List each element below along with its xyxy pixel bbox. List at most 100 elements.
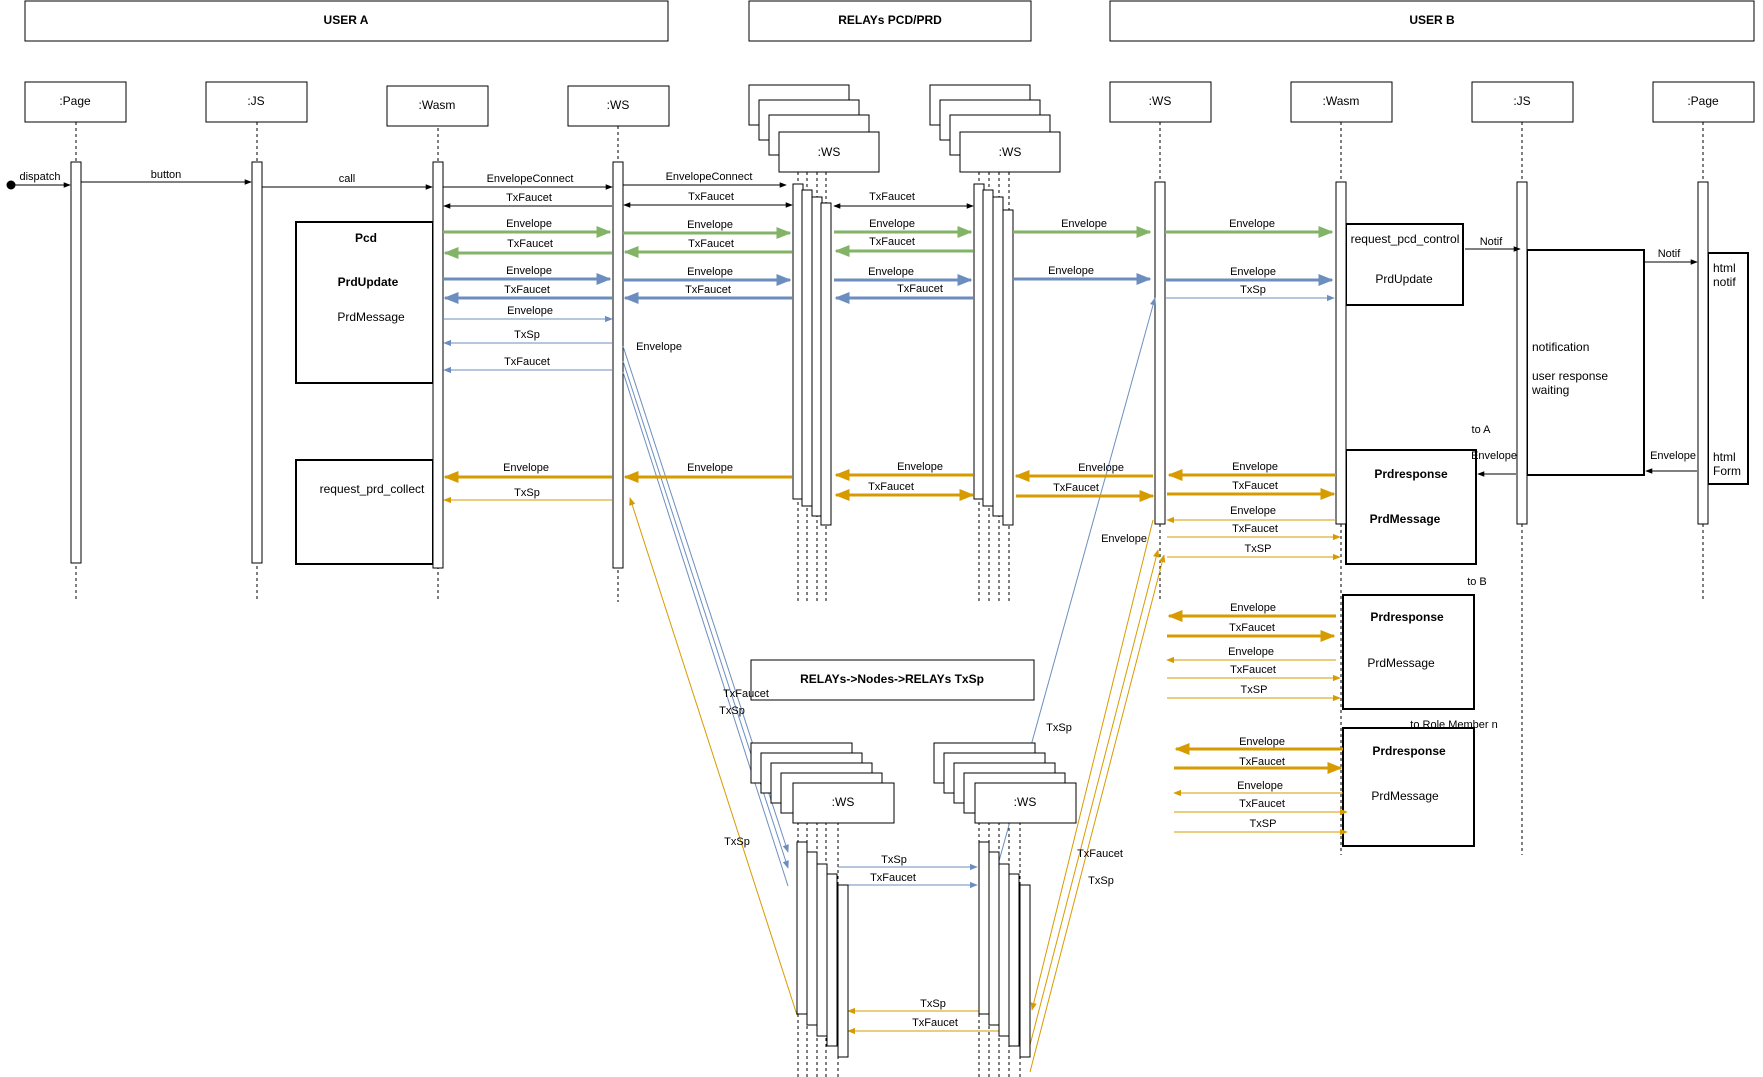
label-txfaucet-thin: TxFaucet	[504, 356, 550, 368]
label-txsp-diag1: TxSp	[719, 705, 745, 717]
label-txsp-o6: TxSP	[1245, 543, 1272, 555]
label-txfaucet-o4: TxFaucet	[1053, 482, 1099, 494]
message-labels: dispatch button call EnvelopeConnect TxF…	[20, 169, 1696, 1029]
label-envelope-b1: Envelope	[1230, 602, 1276, 614]
label-envelope-o6: Envelope	[1230, 505, 1276, 517]
label-envelope-n2: Envelope	[1237, 780, 1283, 792]
label-txfaucet-n2: TxFaucet	[1239, 798, 1285, 810]
messages-black	[6, 179, 1698, 477]
note-prdresponse-b-title: Prdresponse	[1370, 610, 1444, 624]
label-envelope-g3: Envelope	[869, 218, 915, 230]
label-txfaucet-relay1: TxFaucet	[688, 191, 734, 203]
label-to-role-member: to Role Member n	[1410, 719, 1497, 731]
messages-green	[443, 226, 1334, 259]
note-notification-label: notification	[1532, 340, 1589, 354]
activation-bars	[70, 161, 1709, 569]
label-envelope-to-a: Envelope	[1471, 450, 1517, 462]
lane-user-b-title: USER B	[1409, 13, 1455, 27]
note-notification: notification user response waiting	[1526, 249, 1645, 476]
participant-a-wasm-label: :Wasm	[419, 98, 456, 112]
node-stack-right: :WS	[933, 742, 1077, 824]
label-envelope-o1: Envelope	[503, 462, 549, 474]
label-envelope-g4: Envelope	[1061, 218, 1107, 230]
label-envelope-o4: Envelope	[1078, 462, 1124, 474]
label-txfaucet-a1: TxFaucet	[506, 192, 552, 204]
participant-a-ws: :WS	[567, 85, 670, 127]
label-txfaucet-diag: TxFaucet	[723, 688, 769, 700]
label-txsp-diag2: TxSp	[1046, 722, 1072, 734]
note-waiting-label: waiting	[1531, 383, 1569, 397]
label-envelope-u1: Envelope	[506, 265, 552, 277]
node-activation-bars	[796, 841, 1031, 1058]
participant-a-ws-label: :WS	[607, 98, 630, 112]
label-envelope-u5: Envelope	[1230, 266, 1276, 278]
label-notif-2: Notif	[1658, 248, 1682, 260]
label-txfaucet-g3: TxFaucet	[869, 236, 915, 248]
note-prdresponse-a: Prdresponse PrdMessage	[1345, 449, 1477, 565]
lane-user-b: USER B	[1109, 0, 1755, 42]
label-envelope-o2: Envelope	[687, 462, 733, 474]
note-html-bottom: html	[1713, 450, 1736, 464]
label-txsp-nodes: TxSp	[881, 854, 907, 866]
note-pcd-title: Pcd	[355, 231, 377, 245]
label-envelope-o5: Envelope	[1232, 461, 1278, 473]
label-txfaucet-u1: TxFaucet	[504, 284, 550, 296]
participant-a-page-label: :Page	[59, 94, 91, 108]
note-pcd-prd-update: PrdUpdate	[338, 275, 399, 289]
label-notif-1: Notif	[1480, 236, 1504, 248]
participant-a-js-label: :JS	[247, 94, 264, 108]
label-txfaucet-o5: TxFaucet	[1232, 480, 1278, 492]
note-pcd-prd-message: PrdMessage	[337, 310, 405, 324]
label-envelope-u4: Envelope	[1048, 265, 1094, 277]
note-prdresponse-n-message: PrdMessage	[1371, 789, 1439, 803]
note-request-pcd-control-label: request_pcd_control	[1351, 232, 1460, 246]
note-prdresponse-a-message: PrdMessage	[1370, 512, 1441, 526]
label-envelope-diag-b: Envelope	[1101, 533, 1147, 545]
note-request-prd-collect-label: request_prd_collect	[320, 482, 425, 496]
participant-b-page-label: :Page	[1687, 94, 1719, 108]
participant-b-wasm: :Wasm	[1290, 81, 1393, 123]
messages-blue	[443, 273, 1335, 909]
label-txfaucet-u2: TxFaucet	[685, 284, 731, 296]
label-txfaucet-g1: TxFaucet	[507, 238, 553, 250]
label-txsp-n2: TxSP	[1250, 818, 1277, 830]
label-txfaucet-diag2: TxFaucet	[1077, 848, 1123, 860]
label-call: call	[339, 173, 356, 185]
label-txsp-nodes-back: TxSp	[920, 998, 946, 1010]
relay-stack-right-label: :WS	[999, 145, 1022, 159]
label-txfaucet-o3: TxFaucet	[868, 481, 914, 493]
label-to-a: to A	[1472, 424, 1492, 436]
label-txfaucet-u3: TxFaucet	[897, 283, 943, 295]
lane-user-a: USER A	[24, 0, 669, 42]
label-dispatch: dispatch	[20, 171, 61, 183]
label-envelope-n1: Envelope	[1239, 736, 1285, 748]
participant-a-wasm: :Wasm	[386, 85, 489, 127]
label-txfaucet-b2: TxFaucet	[1230, 664, 1276, 676]
label-txfaucet-g2: TxFaucet	[688, 238, 734, 250]
note-user-response-label: user response	[1532, 369, 1608, 383]
note-prdresponse-b-message: PrdMessage	[1367, 656, 1435, 670]
lane-relays-nodes-title: RELAYs->Nodes->RELAYs TxSp	[800, 672, 984, 686]
note-notif: notif	[1713, 275, 1736, 289]
node-stack-left-label: :WS	[832, 795, 855, 809]
note-request-pcd-control: request_pcd_control PrdUpdate	[1345, 223, 1464, 306]
label-envelope-connect-a: EnvelopeConnect	[487, 173, 574, 185]
note-pcd: Pcd PrdUpdate PrdMessage	[295, 221, 434, 384]
note-html-form: html notif html Form	[1707, 252, 1749, 485]
lane-relays: RELAYs PCD/PRD	[748, 0, 1032, 42]
label-txsp-diag3: TxSp	[724, 836, 750, 848]
note-prdresponse-n: Prdresponse PrdMessage	[1342, 727, 1475, 847]
lane-user-a-title: USER A	[324, 13, 369, 27]
note-html-top: html	[1713, 261, 1736, 275]
node-stack-left: :WS	[750, 742, 895, 824]
participant-b-ws: :WS	[1109, 81, 1212, 123]
relay-stack-left: :WS	[748, 84, 880, 173]
participant-b-js: :JS	[1471, 81, 1574, 123]
relay-stack-left-label: :WS	[818, 145, 841, 159]
label-txfaucet-n1: TxFaucet	[1239, 756, 1285, 768]
participant-b-page: :Page	[1652, 81, 1755, 123]
participant-a-page: :Page	[24, 81, 127, 123]
note-request-prd-collect: request_prd_collect	[295, 459, 434, 565]
note-prdresponse-n-title: Prdresponse	[1372, 744, 1446, 758]
